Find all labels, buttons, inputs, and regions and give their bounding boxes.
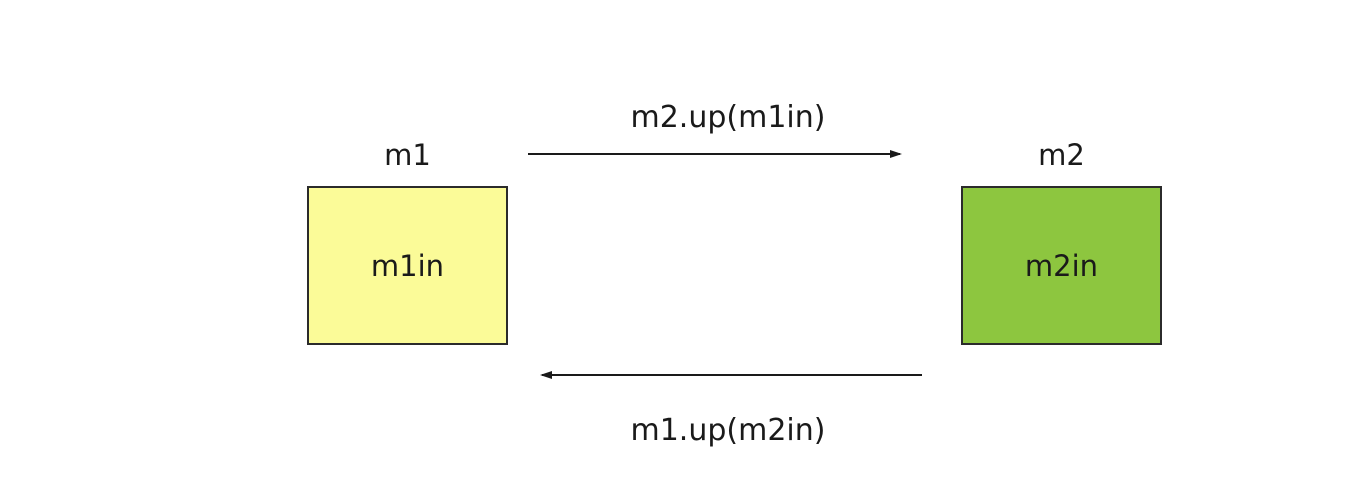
edge-label-top: m2.up(m1in) bbox=[630, 100, 826, 135]
edge-label-bottom: m1.up(m2in) bbox=[630, 413, 826, 448]
node-m2-label: m2in bbox=[1024, 248, 1099, 283]
node-m2-title: m2 bbox=[1038, 138, 1085, 172]
node-m2: m2in bbox=[961, 186, 1162, 345]
node-m1-title: m1 bbox=[384, 138, 431, 172]
node-m1: m1in bbox=[307, 186, 508, 345]
node-m1-label: m1in bbox=[370, 248, 445, 283]
